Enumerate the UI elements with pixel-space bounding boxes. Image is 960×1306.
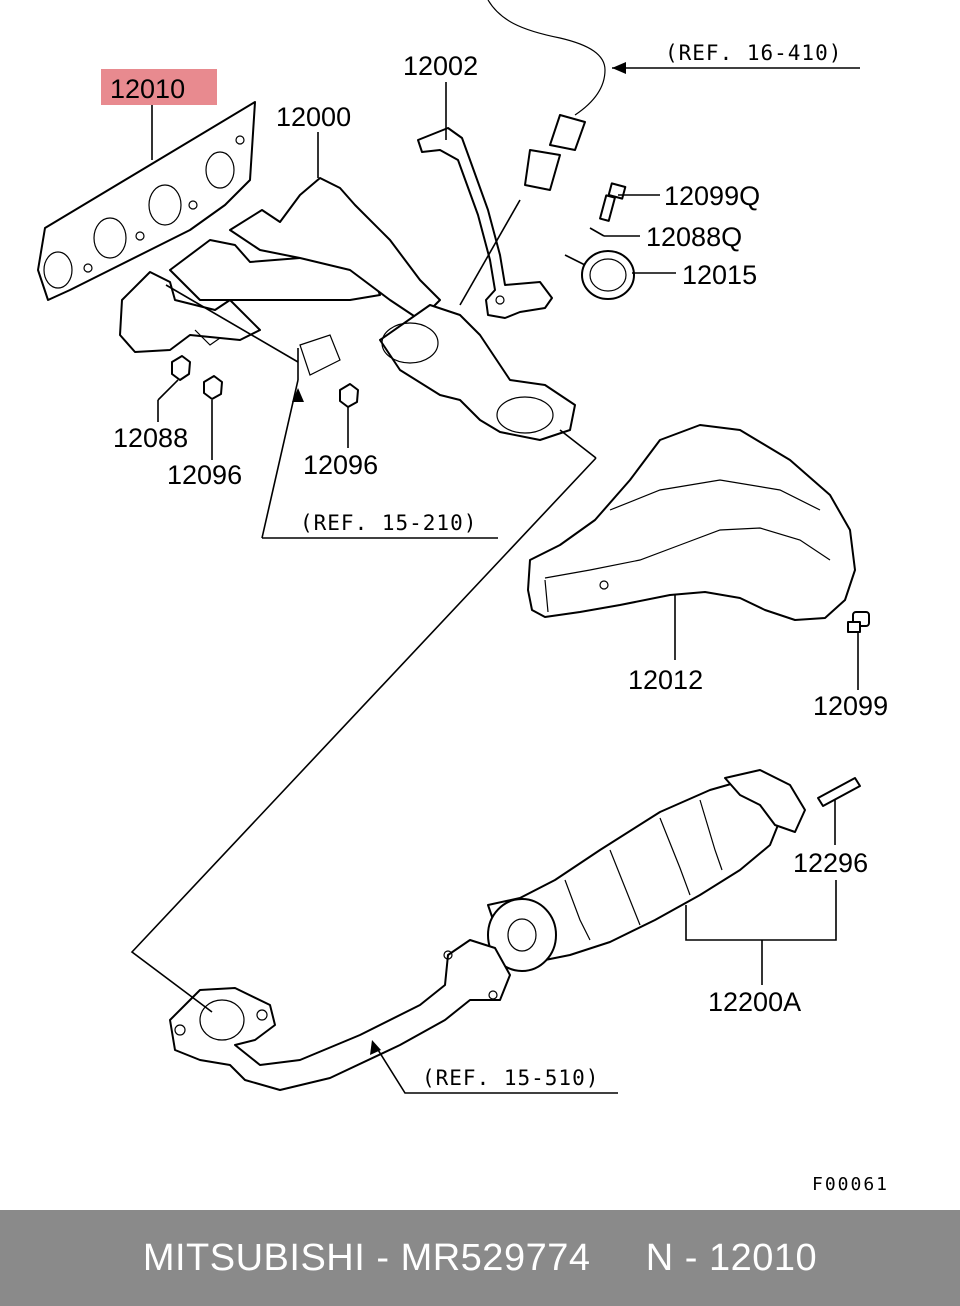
- exhaust-manifold-12000[interactable]: [119, 177, 576, 441]
- gasket-12010[interactable]: [37, 101, 256, 301]
- leader-lines: [130, 67, 860, 1094]
- nut-12088[interactable]: [171, 355, 191, 381]
- heat-shield-12012[interactable]: [527, 424, 856, 621]
- bolt-12099q[interactable]: [599, 182, 627, 222]
- ref-16-410[interactable]: (REF. 16-410): [665, 41, 842, 65]
- label-12096-a[interactable]: 12096: [167, 460, 242, 490]
- label-12002[interactable]: 12002: [403, 51, 478, 81]
- nut-12096-a[interactable]: [203, 375, 223, 400]
- label-12200a[interactable]: 12200A: [708, 987, 801, 1017]
- footer-bar: MITSUBISHI - MR529774 N - 12010: [0, 1210, 960, 1306]
- label-12099[interactable]: 12099: [813, 691, 888, 721]
- footer-text: MITSUBISHI - MR529774 N - 12010: [142, 1236, 818, 1279]
- label-12015[interactable]: 12015: [682, 260, 757, 290]
- label-12296[interactable]: 12296: [793, 848, 868, 878]
- bracket-12002[interactable]: [417, 127, 553, 319]
- front-exhaust-pipe[interactable]: [169, 939, 511, 1091]
- label-12099q[interactable]: 12099Q: [664, 181, 760, 211]
- label-12010[interactable]: 12010: [110, 74, 185, 104]
- pin-12088q[interactable]: [589, 227, 605, 237]
- exhaust-diagram: 12010 12000 12002 12099Q 12088Q 12015 12…: [37, 0, 889, 1195]
- label-12000[interactable]: 12000: [276, 102, 351, 132]
- oxygen-sensor[interactable]: [487, 0, 606, 191]
- part-highlight: [101, 69, 217, 105]
- ref-15-510[interactable]: (REF. 15-510): [422, 1066, 599, 1090]
- figure-code: F00061: [812, 1174, 889, 1195]
- clamp-12015[interactable]: [564, 250, 635, 300]
- nut-12096-b[interactable]: [339, 383, 359, 408]
- ref-15-210[interactable]: (REF. 15-210): [300, 511, 477, 535]
- arrowheads: [292, 62, 626, 1055]
- stud-12296[interactable]: [817, 777, 861, 807]
- label-12096-b[interactable]: 12096: [303, 450, 378, 480]
- label-12088[interactable]: 12088: [113, 423, 188, 453]
- bolt-12099[interactable]: [847, 611, 870, 633]
- label-12088q[interactable]: 12088Q: [646, 222, 742, 252]
- label-12012[interactable]: 12012: [628, 665, 703, 695]
- catalytic-converter-12200a[interactable]: [487, 769, 806, 972]
